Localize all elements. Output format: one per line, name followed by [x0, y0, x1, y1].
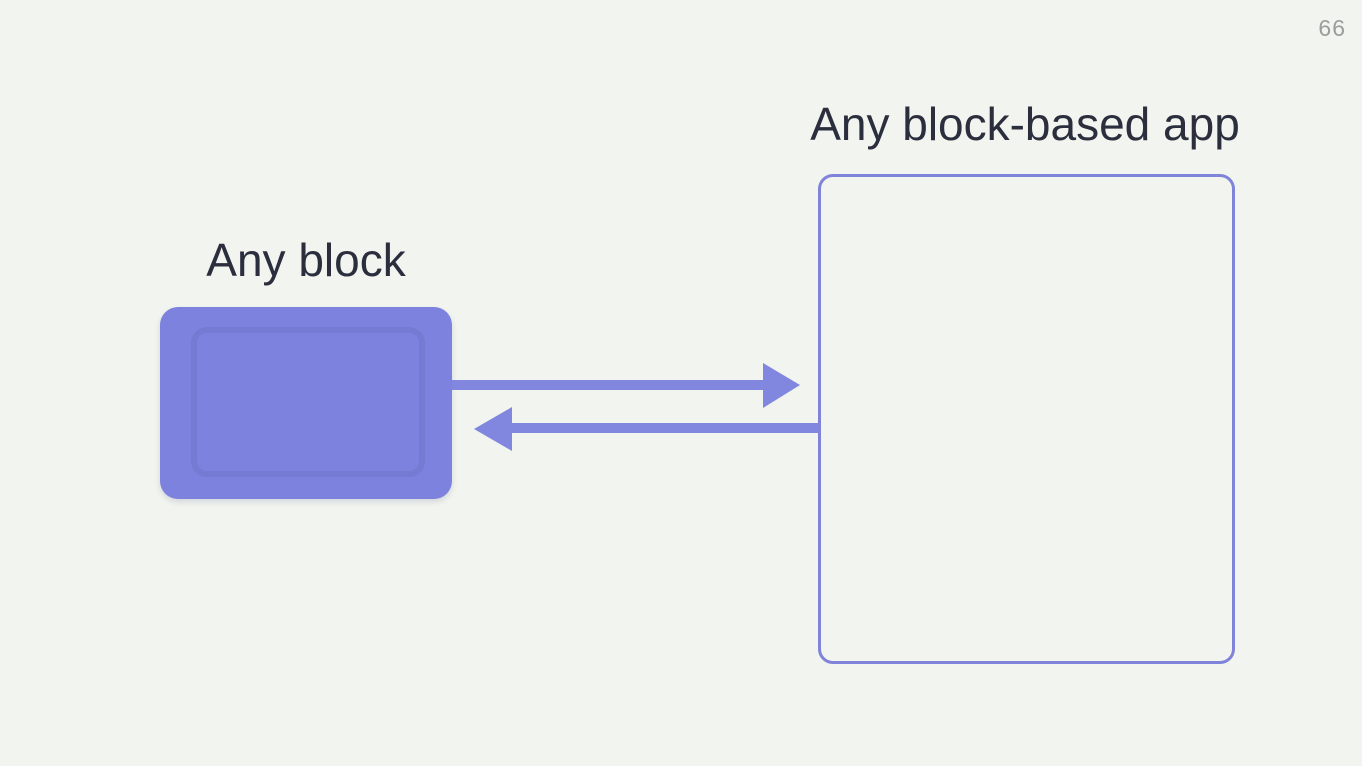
arrow-left-head: [474, 407, 512, 451]
arrow-left-shaft: [508, 423, 820, 433]
app-box-shape: [818, 174, 1235, 664]
any-block-shape: [160, 307, 452, 499]
arrow-right-head: [763, 363, 800, 408]
arrow-right: [452, 363, 800, 408]
arrow-right-shaft: [452, 380, 766, 390]
page-number: 66: [1318, 15, 1346, 41]
arrow-left: [474, 407, 820, 451]
any-block-inner-shape: [191, 327, 425, 477]
app-box-title: Any block-based app: [810, 98, 1240, 150]
block-label: Any block: [206, 234, 406, 286]
